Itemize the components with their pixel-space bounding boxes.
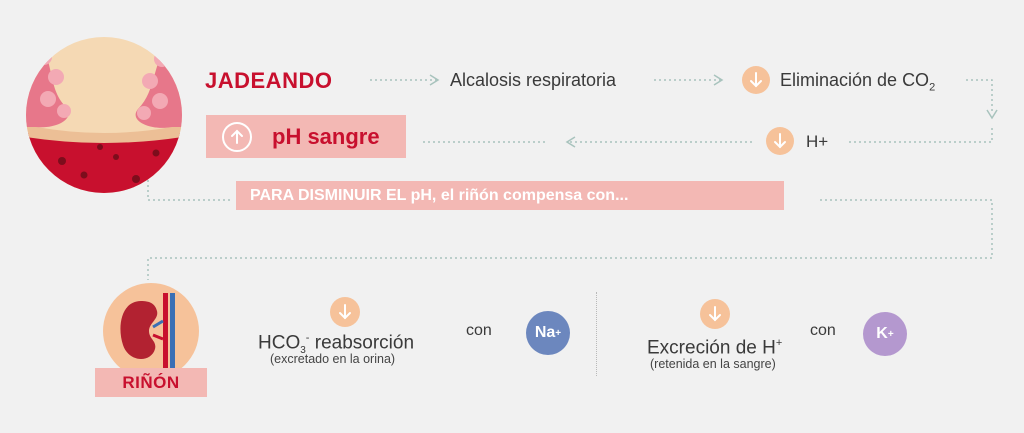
co2-subscript: 2 [929, 81, 936, 94]
k-superscript: + [887, 328, 894, 340]
kidney-label: RIÑÓN [122, 372, 180, 392]
arrow-down-icon [742, 66, 770, 94]
na-superscript: + [555, 327, 562, 339]
tissue-illustration [26, 37, 182, 193]
hco3-reabsorcion-label: HCO3- reabsorción [258, 332, 414, 356]
hco-subscript: 3 [300, 345, 306, 357]
k-text: K [876, 325, 888, 342]
na-text: Na [534, 324, 556, 341]
compensation-banner: PARA DISMINUIR EL pH, el riñón compensa … [236, 181, 784, 210]
banner-text: PARA DISMINUIR EL pH, el riñón compensa … [250, 186, 629, 204]
excrecion-note: (retenida en la sangre) [650, 357, 776, 371]
kidney-label-box: RIÑÓN [95, 368, 207, 397]
vertical-divider [596, 292, 597, 376]
eliminacion-text: Eliminación de CO [780, 70, 930, 90]
left-con-label: con [466, 322, 492, 339]
ph-sangre-label: pH sangre [272, 123, 380, 149]
excrecion-text: Excreción de H [647, 337, 776, 359]
kidney-illustration [103, 283, 199, 379]
hco-superscript: - [305, 332, 310, 344]
h-plus-label: H+ [806, 132, 829, 151]
arrow-up-icon [222, 121, 252, 152]
hco3-note: (excretado en la orina) [270, 352, 396, 366]
arrow-down-icon [766, 127, 794, 155]
alcalosis-label: Alcalosis respiratoria [450, 70, 617, 90]
na-ion-badge: Na+ [526, 311, 570, 355]
eliminacion-co2-label: Eliminación de CO2 [780, 70, 935, 94]
k-ion-badge: K+ [863, 312, 907, 356]
excrecion-superscript: + [775, 337, 783, 349]
arrow-down-icon [700, 299, 730, 329]
ph-sangre-box: pH sangre [206, 115, 406, 158]
jadeando-label: JADEANDO [205, 68, 333, 93]
arrow-down-icon [330, 297, 360, 327]
excrecion-h-label: Excreción de H+ [647, 337, 782, 359]
reabsorcion-text: reabsorción [309, 332, 415, 354]
hco-text: HCO [258, 332, 301, 354]
right-con-label: con [810, 322, 836, 339]
